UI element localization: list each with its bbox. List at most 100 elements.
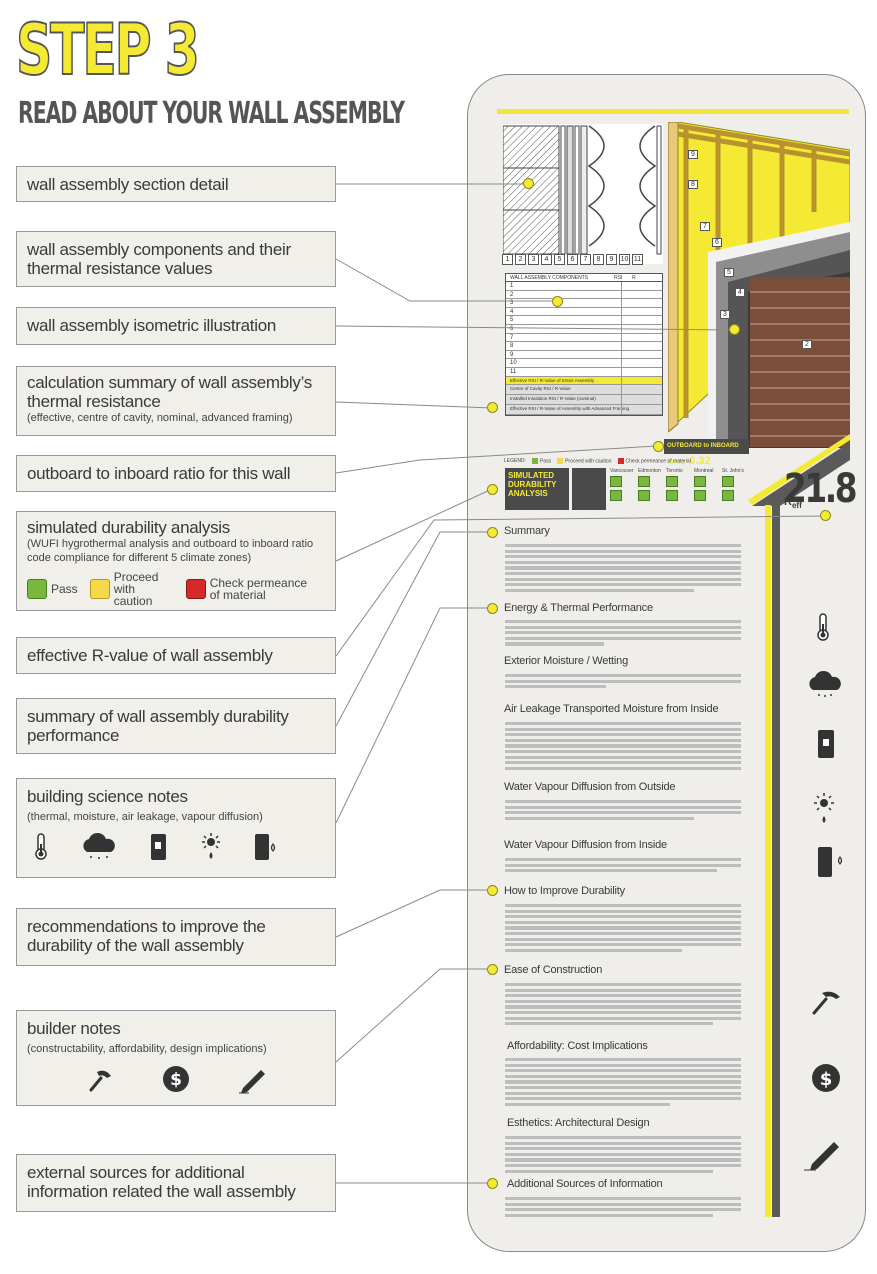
science-icons — [27, 832, 325, 862]
section-number: 6 — [567, 254, 578, 265]
durability-title-box: SIMULATED DURABILITY ANALYSIS — [505, 468, 569, 510]
check-swatch-icon — [185, 579, 206, 599]
section-detail-drawing — [503, 124, 663, 264]
callout-label: builder notes — [27, 1019, 121, 1038]
callout-dot — [487, 484, 498, 495]
section-title: Affordability: Cost Implications — [507, 1040, 648, 1052]
pass-cell-icon — [638, 490, 650, 501]
thermometer-icon — [35, 833, 47, 860]
table-header-label: WALL ASSEMBLY COMPONENTS — [510, 275, 589, 281]
callout-section-detail: wall assembly section detail — [16, 166, 336, 202]
callout-label: effective R-value of wall assembly — [27, 646, 273, 665]
table-row: 2 — [506, 290, 662, 300]
sheet-top-bar — [497, 109, 849, 114]
step-title: STEP 3 — [15, 9, 200, 91]
callout-durability-summary: summary of wall assembly durability perf… — [16, 698, 336, 754]
iso-label: 4 — [735, 288, 745, 297]
svg-text:$: $ — [820, 1069, 833, 1090]
section-number: 2 — [515, 254, 526, 265]
iso-label: 8 — [688, 180, 698, 189]
callout-label: wall assembly section detail — [27, 175, 229, 194]
isometric-illustration — [668, 122, 850, 448]
yellow-stripe — [765, 505, 771, 1217]
section-body-lines — [505, 904, 741, 954]
callout-note: (thermal, moisture, air leakage, vapour … — [27, 811, 263, 823]
callout-note: (effective, centre of cavity, nominal, a… — [27, 412, 293, 424]
section-title: Ease of Construction — [504, 964, 603, 976]
legend-label: Pass — [51, 582, 78, 596]
callout-label: summary of wall assembly durability perf… — [27, 707, 289, 745]
pass-cell-icon — [694, 476, 706, 487]
pass-cell-icon — [722, 476, 734, 487]
wall-panel-icon — [818, 730, 834, 758]
section-body-lines — [505, 544, 741, 594]
callout-dot — [487, 1178, 498, 1189]
durability-side-labels — [572, 468, 606, 510]
callout-dot — [487, 885, 498, 896]
section-title: Energy & Thermal Performance — [504, 602, 653, 614]
summary-row: Effective RSI / R-Value of Assembly with… — [506, 405, 662, 416]
section-number: 1 — [502, 254, 513, 265]
callout-recommendations: recommendations to improve the durabilit… — [16, 908, 336, 966]
callout-dot — [523, 178, 534, 189]
rain-cloud-icon — [83, 832, 115, 859]
ratio-value: 0.32 — [689, 455, 711, 467]
summary-row: Installed Insulation RSI / R-Value (nomi… — [506, 395, 662, 406]
callout-dot — [487, 964, 498, 975]
section-number: 8 — [593, 254, 604, 265]
svg-text:$: $ — [170, 1070, 182, 1090]
hammer-icon — [89, 1070, 111, 1092]
pass-cell-icon — [610, 476, 622, 487]
section-title: Air Leakage Transported Moisture from In… — [504, 703, 719, 715]
caution-swatch-icon — [89, 579, 110, 599]
durability-title: SIMULATED DURABILITY ANALYSIS — [508, 471, 557, 498]
table-row: 4 — [506, 307, 662, 317]
callout-dot — [820, 510, 831, 521]
durability-result-grid — [610, 476, 746, 501]
callout-builder-notes: builder notes (constructability, afforda… — [16, 1010, 336, 1106]
callout-r-value: effective R-value of wall assembly — [16, 637, 336, 674]
city-label: Montreal — [694, 468, 714, 474]
pencil-icon — [804, 1142, 839, 1171]
durability-legend: Pass Proceed with caution Check permeanc… — [27, 571, 325, 607]
section-number: 3 — [528, 254, 539, 265]
iso-label: 6 — [712, 238, 722, 247]
pass-cell-icon — [666, 490, 678, 501]
section-body-lines — [505, 983, 741, 1028]
callout-dot — [729, 324, 740, 335]
pass-cell-icon — [666, 476, 678, 487]
legend-label: Proceed with caution — [113, 570, 159, 608]
section-body-lines — [505, 1197, 741, 1219]
section-title: Esthetics: Architectural Design — [507, 1117, 650, 1129]
callout-ratio: outboard to inboard ratio for this wall — [16, 455, 336, 492]
section-body-lines — [505, 1058, 741, 1108]
pass-cell-icon — [694, 490, 706, 501]
callout-label: simulated durability analysis — [27, 518, 230, 537]
section-number: 5 — [554, 254, 565, 265]
callout-calculation-summary: calculation summary of wall assembly’s t… — [16, 366, 336, 436]
callout-durability: simulated durability analysis (WUFI hygr… — [16, 511, 336, 611]
sun-drop-icon — [202, 833, 220, 859]
section-title: Additional Sources of Information — [507, 1178, 663, 1190]
section-body-lines — [505, 858, 741, 875]
sun-drop-icon — [814, 793, 834, 823]
section-body-lines — [505, 620, 741, 648]
builder-icons: $ — [27, 1064, 325, 1094]
table-row: 8 — [506, 342, 662, 351]
section-number: 7 — [580, 254, 591, 265]
legend-item: Check permeance of material — [625, 458, 691, 465]
table-row: 7 — [506, 333, 662, 343]
wall-drop-icon — [255, 834, 276, 860]
section-number: 10 — [619, 254, 630, 265]
callout-label: recommendations to improve the durabilit… — [27, 917, 266, 955]
legend-title: LEGEND: — [504, 458, 526, 465]
table-header: WALL ASSEMBLY COMPONENTS RSI R — [506, 274, 662, 282]
table-row: 5 — [506, 316, 662, 325]
legend-item: Pass — [539, 458, 552, 465]
grey-stripe — [772, 500, 780, 1217]
ratio-label: OUTBOARD to INBOARD RATIO — [667, 443, 739, 466]
iso-label: 5 — [724, 268, 734, 277]
legend-item: Proceed with caution — [565, 458, 612, 465]
section-title: Water Vapour Diffusion from Outside — [504, 781, 676, 793]
summary-row: Centre of Cavity RSI / R-Value — [506, 385, 662, 396]
